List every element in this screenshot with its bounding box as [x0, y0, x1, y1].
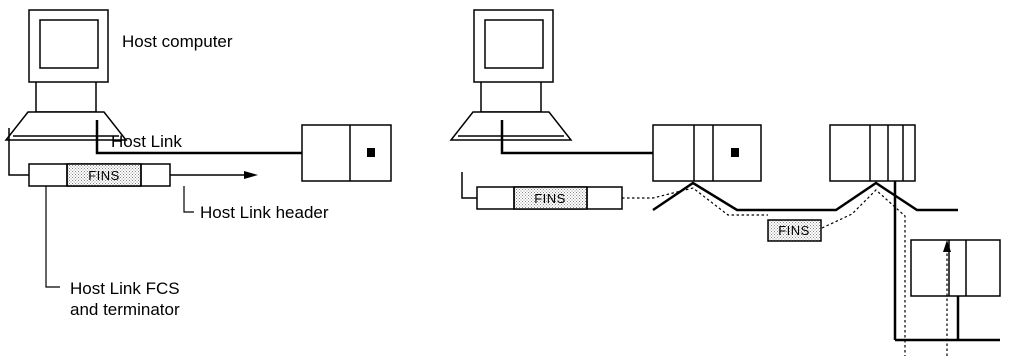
fins-label-left: FINS — [88, 168, 120, 183]
plc-unit-left — [301, 124, 392, 182]
plc-unit-1-right — [652, 124, 762, 182]
host-link-line-left — [95, 120, 372, 155]
plc-unit-2-right — [829, 124, 916, 182]
arrow-up-icon — [943, 240, 951, 252]
host-computer-icon-left — [4, 9, 128, 141]
host-link-header-label: Host Link header — [200, 203, 329, 222]
host-computer-label: Host computer — [122, 32, 233, 51]
host-computer-icon-right — [449, 9, 573, 141]
leader-lines-left — [45, 186, 194, 288]
host-link-frame-left — [8, 128, 258, 187]
host-link-fcs-label-line1: Host Link FCS — [70, 279, 180, 298]
fins-label-right: FINS — [534, 191, 566, 206]
fins-route-dotted — [622, 187, 948, 356]
fins-label-network: FINS — [778, 223, 810, 238]
plc-unit-3-right — [910, 239, 1001, 297]
fins-network-packet — [767, 219, 822, 242]
host-link-label: Host Link — [111, 132, 182, 151]
host-link-fcs-label-line2: and terminator — [70, 300, 180, 319]
arrow-right-icon — [244, 171, 258, 179]
host-link-frame-right — [461, 172, 623, 210]
